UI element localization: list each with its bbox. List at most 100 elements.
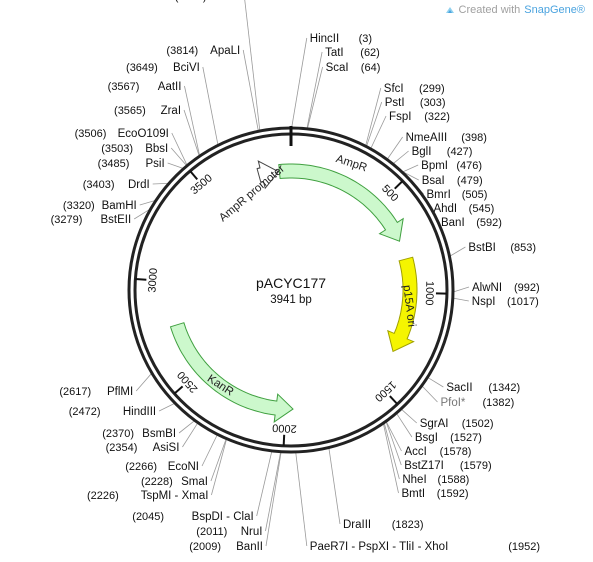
site-leader: [256, 451, 273, 517]
site-name: PsiI: [145, 158, 164, 170]
site-leader: [158, 403, 175, 412]
site-name: NruI: [241, 526, 263, 538]
brand-name: SnapGene: [524, 4, 577, 16]
site-leader: [383, 423, 400, 480]
site-name: HindIII: [123, 406, 156, 418]
ruler-tick-3500: [189, 170, 199, 181]
site-name: SgrAI: [420, 418, 449, 430]
site-name: BciVI: [173, 62, 200, 74]
site-position: (545): [469, 203, 495, 215]
site-name: FspI: [389, 111, 411, 123]
site-name: ApaLI: [210, 45, 240, 57]
feature-label: p15A ori: [400, 284, 417, 327]
site-position: (3565): [114, 105, 146, 117]
site-name: BsaI: [422, 175, 445, 187]
site-leader: [393, 150, 409, 164]
feature-label: AmpR: [334, 153, 368, 174]
feature-label: AmpR promoter: [217, 163, 287, 224]
site-name: SfcI: [384, 83, 404, 95]
site-leader: [265, 452, 281, 532]
site-leader: [133, 209, 150, 220]
site-position: (1527): [450, 432, 482, 444]
site-leader: [306, 51, 323, 128]
site-name: BanII: [236, 541, 263, 553]
site-name: NmeAIII: [406, 132, 448, 144]
site-leader: [170, 147, 187, 166]
snapgene-logo-icon: [445, 7, 454, 13]
site-name: BspDI - ClaI: [192, 511, 254, 523]
site-name: NheI: [402, 474, 426, 486]
site-position: (1592): [437, 488, 469, 500]
site-position: (64): [361, 62, 381, 74]
site-leader: [328, 448, 341, 525]
plasmid-length: 3941 bp: [270, 294, 312, 306]
site-leader: [396, 413, 413, 438]
site-name: BpmI: [421, 160, 448, 172]
site-position: (3567): [108, 81, 140, 93]
ruler-tick-2500: [173, 385, 184, 395]
site-leader: [152, 182, 168, 185]
site-leader: [366, 101, 383, 146]
site-leader: [201, 435, 218, 467]
site-name: ZraI: [161, 105, 181, 117]
site-position: (3485): [98, 158, 130, 170]
site-position: (592): [476, 217, 502, 229]
site-name: SacII: [446, 382, 472, 394]
site-position: (1952): [508, 541, 540, 553]
site-leader: [182, 423, 198, 448]
site-leader: [202, 66, 219, 145]
site-leader: [211, 439, 227, 496]
site-position: (2472): [69, 406, 101, 418]
site-name: EcoNI: [168, 461, 199, 473]
site-position: (2226): [87, 490, 119, 502]
site-position: (2266): [125, 461, 157, 473]
site-position: (2370): [102, 428, 134, 440]
site-position: (3649): [126, 62, 158, 74]
site-name: BmtI: [401, 488, 425, 500]
site-leader: [365, 87, 382, 146]
site-leader: [450, 246, 466, 257]
site-leader: [244, 0, 261, 131]
site-position: (3): [359, 33, 372, 45]
site-leader: [453, 297, 469, 302]
site-name: BstZ17I: [404, 460, 444, 472]
site-name: SmaI: [181, 476, 208, 488]
site-name: AccI: [404, 446, 426, 458]
snapgene-brand: Created with SnapGene®: [445, 4, 585, 16]
site-name: BsmBI: [142, 428, 176, 440]
site-position: (1017): [507, 296, 539, 308]
site-leader: [171, 132, 188, 165]
site-leader: [242, 49, 259, 131]
site-position: (1382): [482, 397, 514, 409]
site-leader: [210, 439, 227, 482]
site-leader: [386, 421, 402, 452]
ruler-tick-1500: [389, 395, 399, 405]
feature-ampr: [278, 163, 404, 242]
site-leader: [167, 162, 183, 169]
site-name: BglI: [412, 146, 432, 158]
site-position: (1342): [488, 382, 520, 394]
site-position: (322): [424, 111, 450, 123]
site-position: (2617): [59, 386, 91, 398]
ruler-tick-label: 3500: [188, 172, 214, 197]
brand-prefix: Created with: [458, 4, 521, 16]
site-name: AsiSI: [153, 442, 180, 454]
site-name: EcoO109I: [118, 128, 169, 140]
site-leader: [184, 85, 200, 156]
brand-suffix: ®: [576, 4, 585, 16]
site-name: BamHI: [102, 200, 137, 212]
site-leader: [295, 452, 308, 547]
site-name: HincII: [310, 33, 339, 45]
site-leader: [422, 386, 438, 403]
site-name: BanI: [441, 217, 465, 229]
site-name: AcuI: [219, 0, 242, 3]
site-position: (992): [514, 282, 540, 294]
site-leader: [403, 171, 419, 181]
site-name: BmrI: [427, 189, 451, 201]
site-name: DrdI: [128, 179, 150, 191]
site-position: (3279): [51, 214, 83, 226]
site-name: BstEII: [100, 214, 131, 226]
site-labels: HincII(3)TatI(62)ScaI(64)SfcI(299)PstI(3…: [51, 0, 540, 553]
site-position: (398): [461, 132, 487, 144]
